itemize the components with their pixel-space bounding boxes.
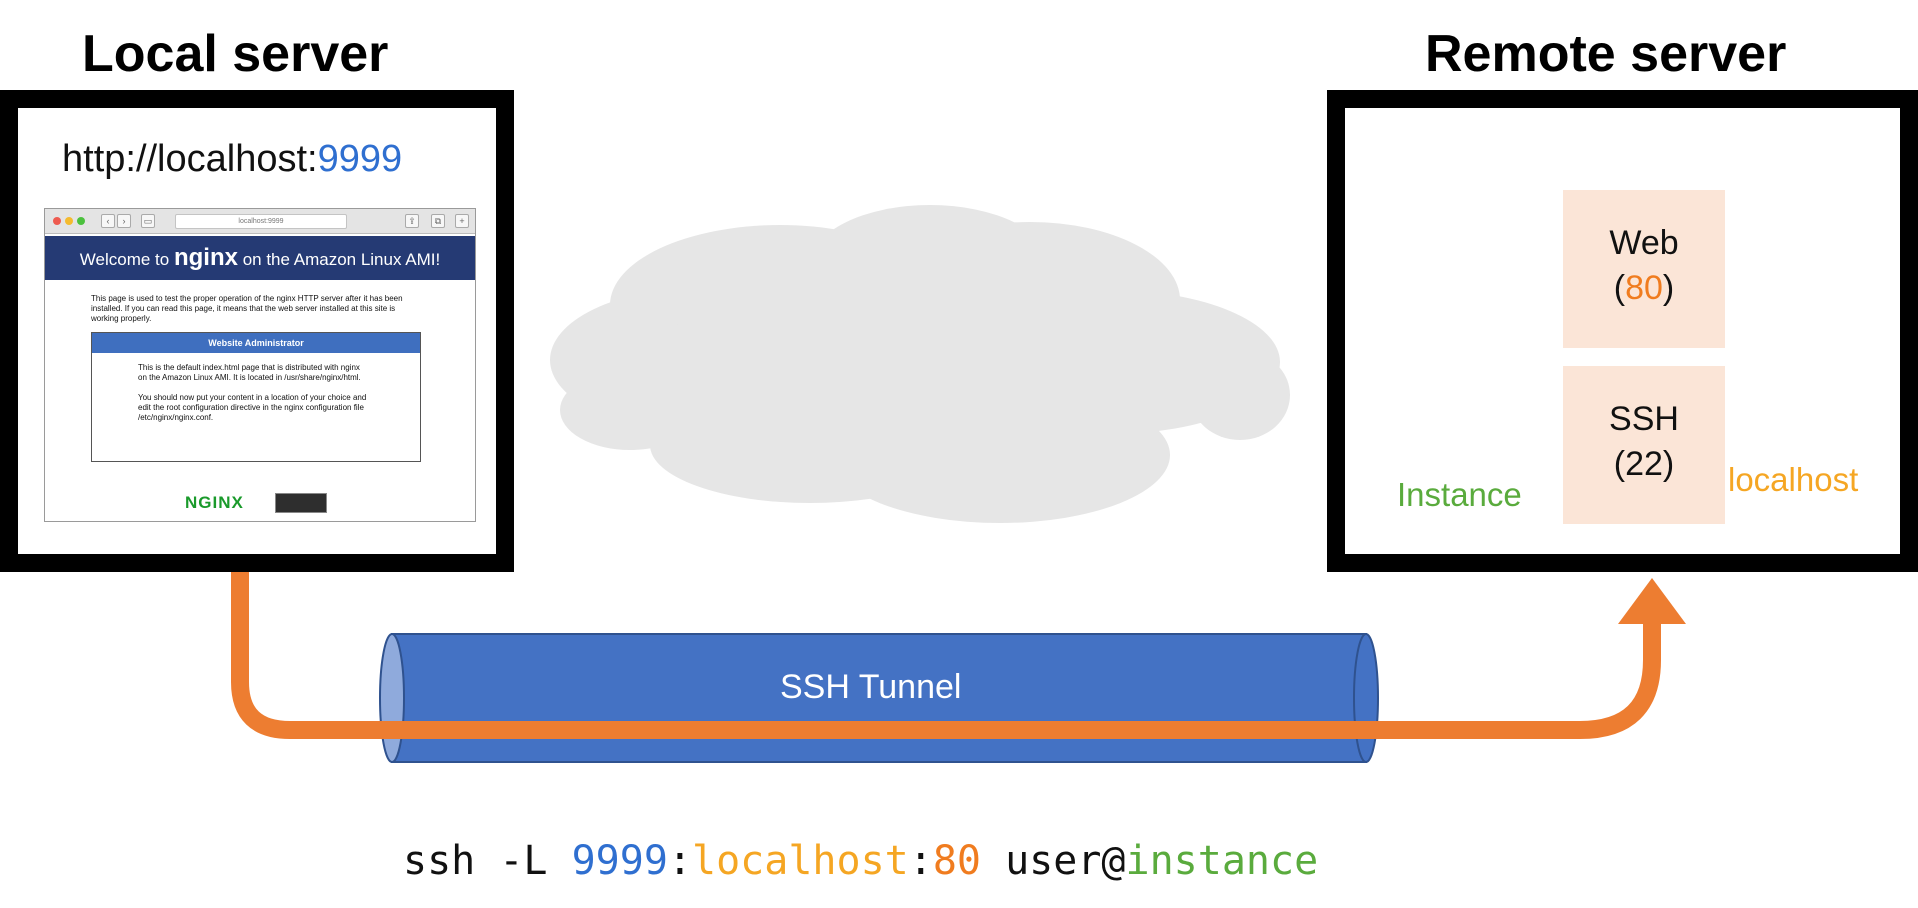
admin-box: Website Administrator This is the defaul… xyxy=(91,332,421,462)
ssh-tunnel-cylinder xyxy=(379,633,1379,763)
heading-prefix: Welcome to xyxy=(79,250,174,269)
local-url: http://localhost:9999 xyxy=(62,138,402,181)
cmd-target: instance xyxy=(1125,838,1319,884)
url-port: 9999 xyxy=(317,138,403,180)
cmd-local-port: 9999 xyxy=(571,838,668,884)
url-prefix: http://localhost: xyxy=(62,138,318,180)
powered-by-badge xyxy=(275,493,327,513)
web-port-box: Web (80) xyxy=(1563,190,1725,348)
heading-brand: nginx xyxy=(173,244,238,271)
ssh-port-label: (22) xyxy=(1613,445,1675,483)
local-server-frame: http://localhost:9999 ‹ › ▭ localhost:99… xyxy=(0,90,514,572)
admin-text-1: This is the default index.html page that… xyxy=(138,363,361,382)
internet-cloud-icon xyxy=(550,205,1290,523)
ssh-name: SSH xyxy=(1609,400,1679,438)
minimize-dot-icon xyxy=(65,217,73,225)
admin-title: Website Administrator xyxy=(92,333,420,353)
tabs-icon: ⧉ xyxy=(431,214,445,228)
cmd-sep-2: : xyxy=(908,838,933,884)
ssh-command: ssh -L 9999:localhost:80 user@instance xyxy=(403,838,1318,884)
local-server-title: Local server xyxy=(82,25,389,83)
cmd-prefix: ssh -L xyxy=(403,838,572,884)
admin-text-2: You should now put your content in a loc… xyxy=(138,393,367,422)
close-dot-icon xyxy=(53,217,61,225)
remote-server-title: Remote server xyxy=(1425,25,1787,83)
forward-icon: › xyxy=(117,214,131,228)
tunnel-path-arrow xyxy=(231,572,1661,739)
localhost-label: localhost xyxy=(1728,461,1859,498)
web-port-number: 80 xyxy=(1625,269,1663,307)
web-port-label: (80) xyxy=(1613,269,1675,307)
browser-window-thumbnail: ‹ › ▭ localhost:9999 ⇪ ⧉ + Welcome to ng… xyxy=(44,208,476,522)
intro-paragraph: This page is used to test the proper ope… xyxy=(91,294,403,323)
share-icon: ⇪ xyxy=(405,214,419,228)
nginx-welcome-heading: Welcome to nginx on the Amazon Linux AMI… xyxy=(45,236,475,280)
ssh-tunnel-label: SSH Tunnel xyxy=(780,668,962,706)
back-icon: ‹ xyxy=(101,214,115,228)
maximize-dot-icon xyxy=(77,217,85,225)
ssh-port-box: SSH (22) xyxy=(1563,366,1725,524)
instance-label: Instance xyxy=(1397,476,1522,513)
nginx-logo: NGINX xyxy=(185,493,244,512)
web-name: Web xyxy=(1609,224,1679,262)
address-bar: localhost:9999 xyxy=(175,214,347,229)
browser-toolbar: ‹ › ▭ localhost:9999 ⇪ ⧉ + xyxy=(45,209,475,234)
sidebar-icon: ▭ xyxy=(141,214,155,228)
tunnel-arrowhead-icon xyxy=(1618,578,1686,624)
cmd-remote-port: 80 xyxy=(932,838,982,884)
heading-suffix: on the Amazon Linux AMI! xyxy=(237,250,441,269)
cmd-user: user@ xyxy=(981,838,1126,884)
cmd-host: localhost xyxy=(692,838,909,884)
new-tab-icon: + xyxy=(455,214,469,228)
cmd-sep-1: : xyxy=(667,838,692,884)
